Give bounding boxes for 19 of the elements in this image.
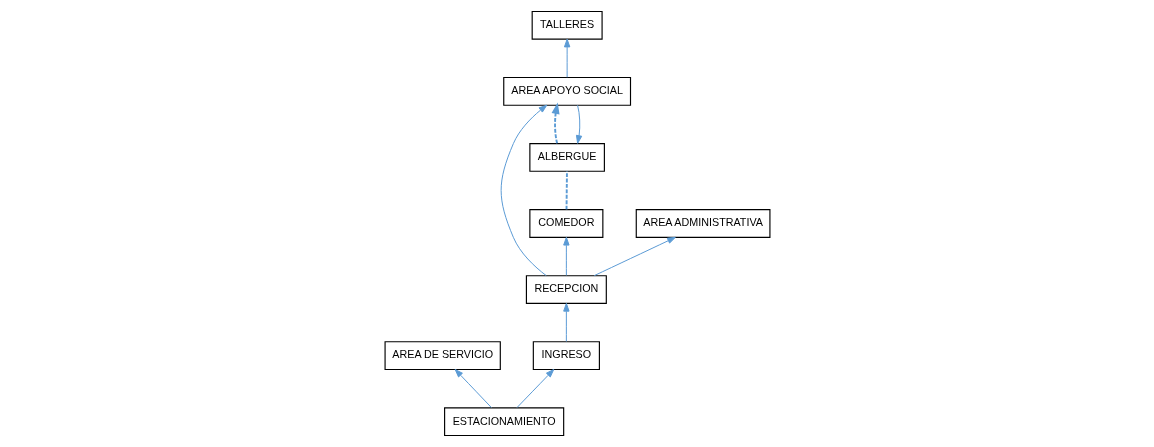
arrow <box>593 236 676 277</box>
arrow <box>551 102 560 145</box>
connector <box>565 170 568 211</box>
arrow <box>562 236 570 276</box>
arrow <box>562 302 570 342</box>
node-box: RECEPCION <box>525 275 607 304</box>
arrow <box>575 104 582 144</box>
node-box: TALLERES <box>531 10 603 40</box>
node-box: INGRESO <box>532 341 600 371</box>
node-box: AREA APOYO SOCIAL <box>502 76 631 106</box>
node-box: ALBERGUE <box>528 143 605 172</box>
node-box: ESTACIONAMIENTO <box>443 407 564 437</box>
node-box: COMEDOR <box>528 209 603 238</box>
arrow <box>563 38 570 78</box>
node-box: AREA ADMINISTRATIVA <box>635 209 770 238</box>
arrow <box>516 369 554 409</box>
arrow <box>454 369 492 409</box>
node-box: AREA DE SERVICIO <box>384 341 501 371</box>
arrow <box>500 104 547 277</box>
